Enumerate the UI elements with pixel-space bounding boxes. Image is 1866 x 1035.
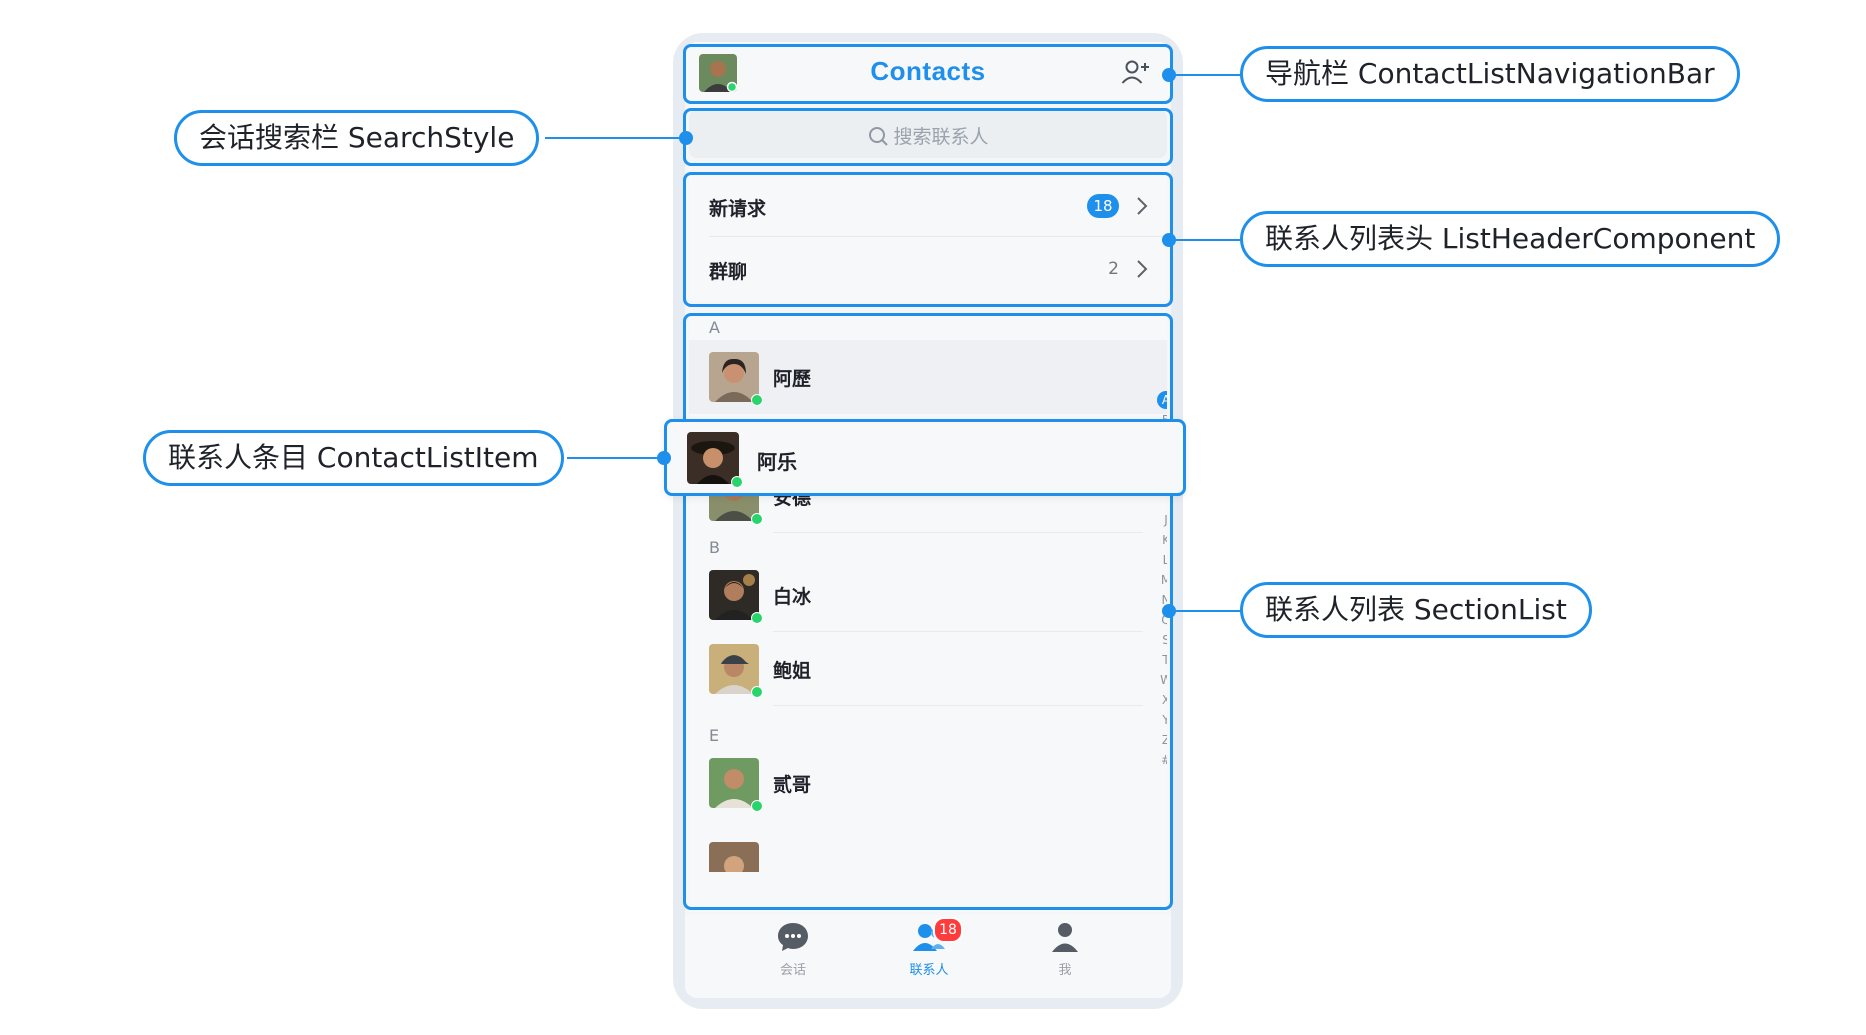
callout-navigation-bar: 导航栏 ContactListNavigationBar [1240, 46, 1740, 102]
section-header-e: E [709, 726, 720, 745]
avatar [709, 570, 759, 620]
leader-line [1170, 74, 1242, 76]
contacts-badge: 18 [933, 917, 963, 943]
page-title: Contacts [870, 56, 986, 86]
index-letter[interactable]: M [1160, 573, 1167, 587]
index-letter[interactable]: K [1162, 533, 1167, 547]
tab-me[interactable]: 我 [1005, 921, 1125, 978]
alphabet-index-bar[interactable]: A B J K L M N Q S T W X Y Z # [1155, 390, 1167, 770]
chat-bubble-icon [778, 923, 808, 951]
contact-list-item[interactable]: 阿歷 [689, 340, 1167, 414]
leader-dot [657, 451, 671, 465]
contact-name: 阿乐 [757, 450, 797, 474]
index-letter[interactable]: X [1161, 693, 1167, 707]
contact-list-item-highlighted[interactable]: 阿乐 [664, 419, 1186, 496]
avatar [687, 432, 739, 484]
leader-line [545, 137, 685, 139]
index-letter[interactable]: W [1160, 673, 1167, 687]
index-letter[interactable]: J [1164, 513, 1167, 527]
tab-conversations[interactable]: 会话 [733, 921, 853, 978]
person-icon [1052, 923, 1078, 952]
section-header-b: B [709, 538, 720, 557]
index-letter[interactable]: S [1162, 633, 1167, 647]
phone-screen: Contacts 搜索联系人 新请求 18 群聊 2 A [685, 42, 1171, 998]
group-chats-row[interactable]: 群聊 2 [689, 237, 1167, 301]
tab-label: 会话 [779, 963, 806, 978]
contact-name: 鲍姐 [773, 660, 812, 682]
divider [773, 705, 1143, 706]
leader-dot [1162, 68, 1176, 82]
leader-line [1170, 610, 1242, 612]
callout-search-style: 会话搜索栏 SearchStyle [174, 110, 540, 166]
tab-label: 联系人 [909, 963, 949, 978]
online-status-dot [751, 513, 763, 525]
index-letter[interactable]: T [1162, 653, 1167, 667]
group-chats-count: 2 [1108, 259, 1119, 279]
callout-list-header: 联系人列表头 ListHeaderComponent [1240, 211, 1781, 267]
search-icon [869, 127, 889, 146]
tab-contacts[interactable]: 18 联系人 [869, 917, 989, 978]
new-requests-badge: 18 [1087, 194, 1119, 218]
callout-contact-list-item: 联系人条目 ContactListItem [143, 430, 564, 486]
leader-line [567, 457, 667, 459]
section-header-a: A [709, 318, 720, 337]
contact-list-navigation-bar: Contacts [685, 42, 1171, 100]
leader-dot [1162, 604, 1176, 618]
index-letter[interactable]: Y [1162, 713, 1167, 727]
online-status-dot [751, 800, 763, 812]
online-status-dot [751, 686, 763, 698]
contact-list-item[interactable]: 白冰 [689, 558, 1167, 632]
new-requests-row[interactable]: 新请求 18 [689, 174, 1167, 238]
index-letter[interactable]: Z [1161, 733, 1167, 747]
contact-list-item[interactable]: 鲍姐 [689, 632, 1167, 706]
online-status-dot [751, 612, 763, 624]
divider [773, 631, 1143, 632]
bottom-tab-bar: 会话 18 联系人 我 [685, 915, 1171, 998]
leader-line [1170, 239, 1242, 241]
search-placeholder: 搜索联系人 [893, 126, 989, 148]
leader-dot [1162, 233, 1176, 247]
index-letter[interactable]: A [1161, 393, 1167, 407]
chevron-right-icon [1137, 260, 1148, 278]
contact-name: 贰哥 [773, 774, 812, 796]
avatar [709, 842, 759, 872]
add-contact-icon[interactable] [1121, 59, 1151, 85]
chevron-right-icon [1137, 197, 1148, 215]
divider [709, 236, 1171, 237]
leader-dot [679, 131, 693, 145]
avatar [709, 352, 759, 402]
index-letter[interactable]: Q [1161, 613, 1167, 627]
index-letter[interactable]: # [1155, 750, 1167, 770]
user-avatar[interactable] [699, 54, 738, 93]
contact-list-item[interactable]: 贰哥 [689, 746, 1167, 820]
tab-label: 我 [1058, 963, 1072, 978]
divider [773, 532, 1143, 533]
online-status-dot [751, 394, 763, 406]
callout-section-list: 联系人列表 SectionList [1240, 582, 1592, 638]
group-chats-label: 群聊 [709, 261, 748, 283]
search-input[interactable]: 搜索联系人 [689, 110, 1167, 158]
new-requests-label: 新请求 [709, 198, 767, 220]
active-index-marker [1157, 391, 1167, 409]
contact-section-list[interactable]: A 阿歷 阿乐 安德 B 白冰 [689, 312, 1167, 912]
contact-name: 白冰 [773, 586, 812, 608]
contact-name: 阿歷 [773, 368, 812, 390]
avatar [709, 644, 759, 694]
index-letter[interactable]: L [1162, 553, 1167, 567]
online-status-dot [731, 476, 743, 488]
index-letter[interactable]: N [1161, 593, 1168, 607]
avatar [709, 758, 759, 808]
